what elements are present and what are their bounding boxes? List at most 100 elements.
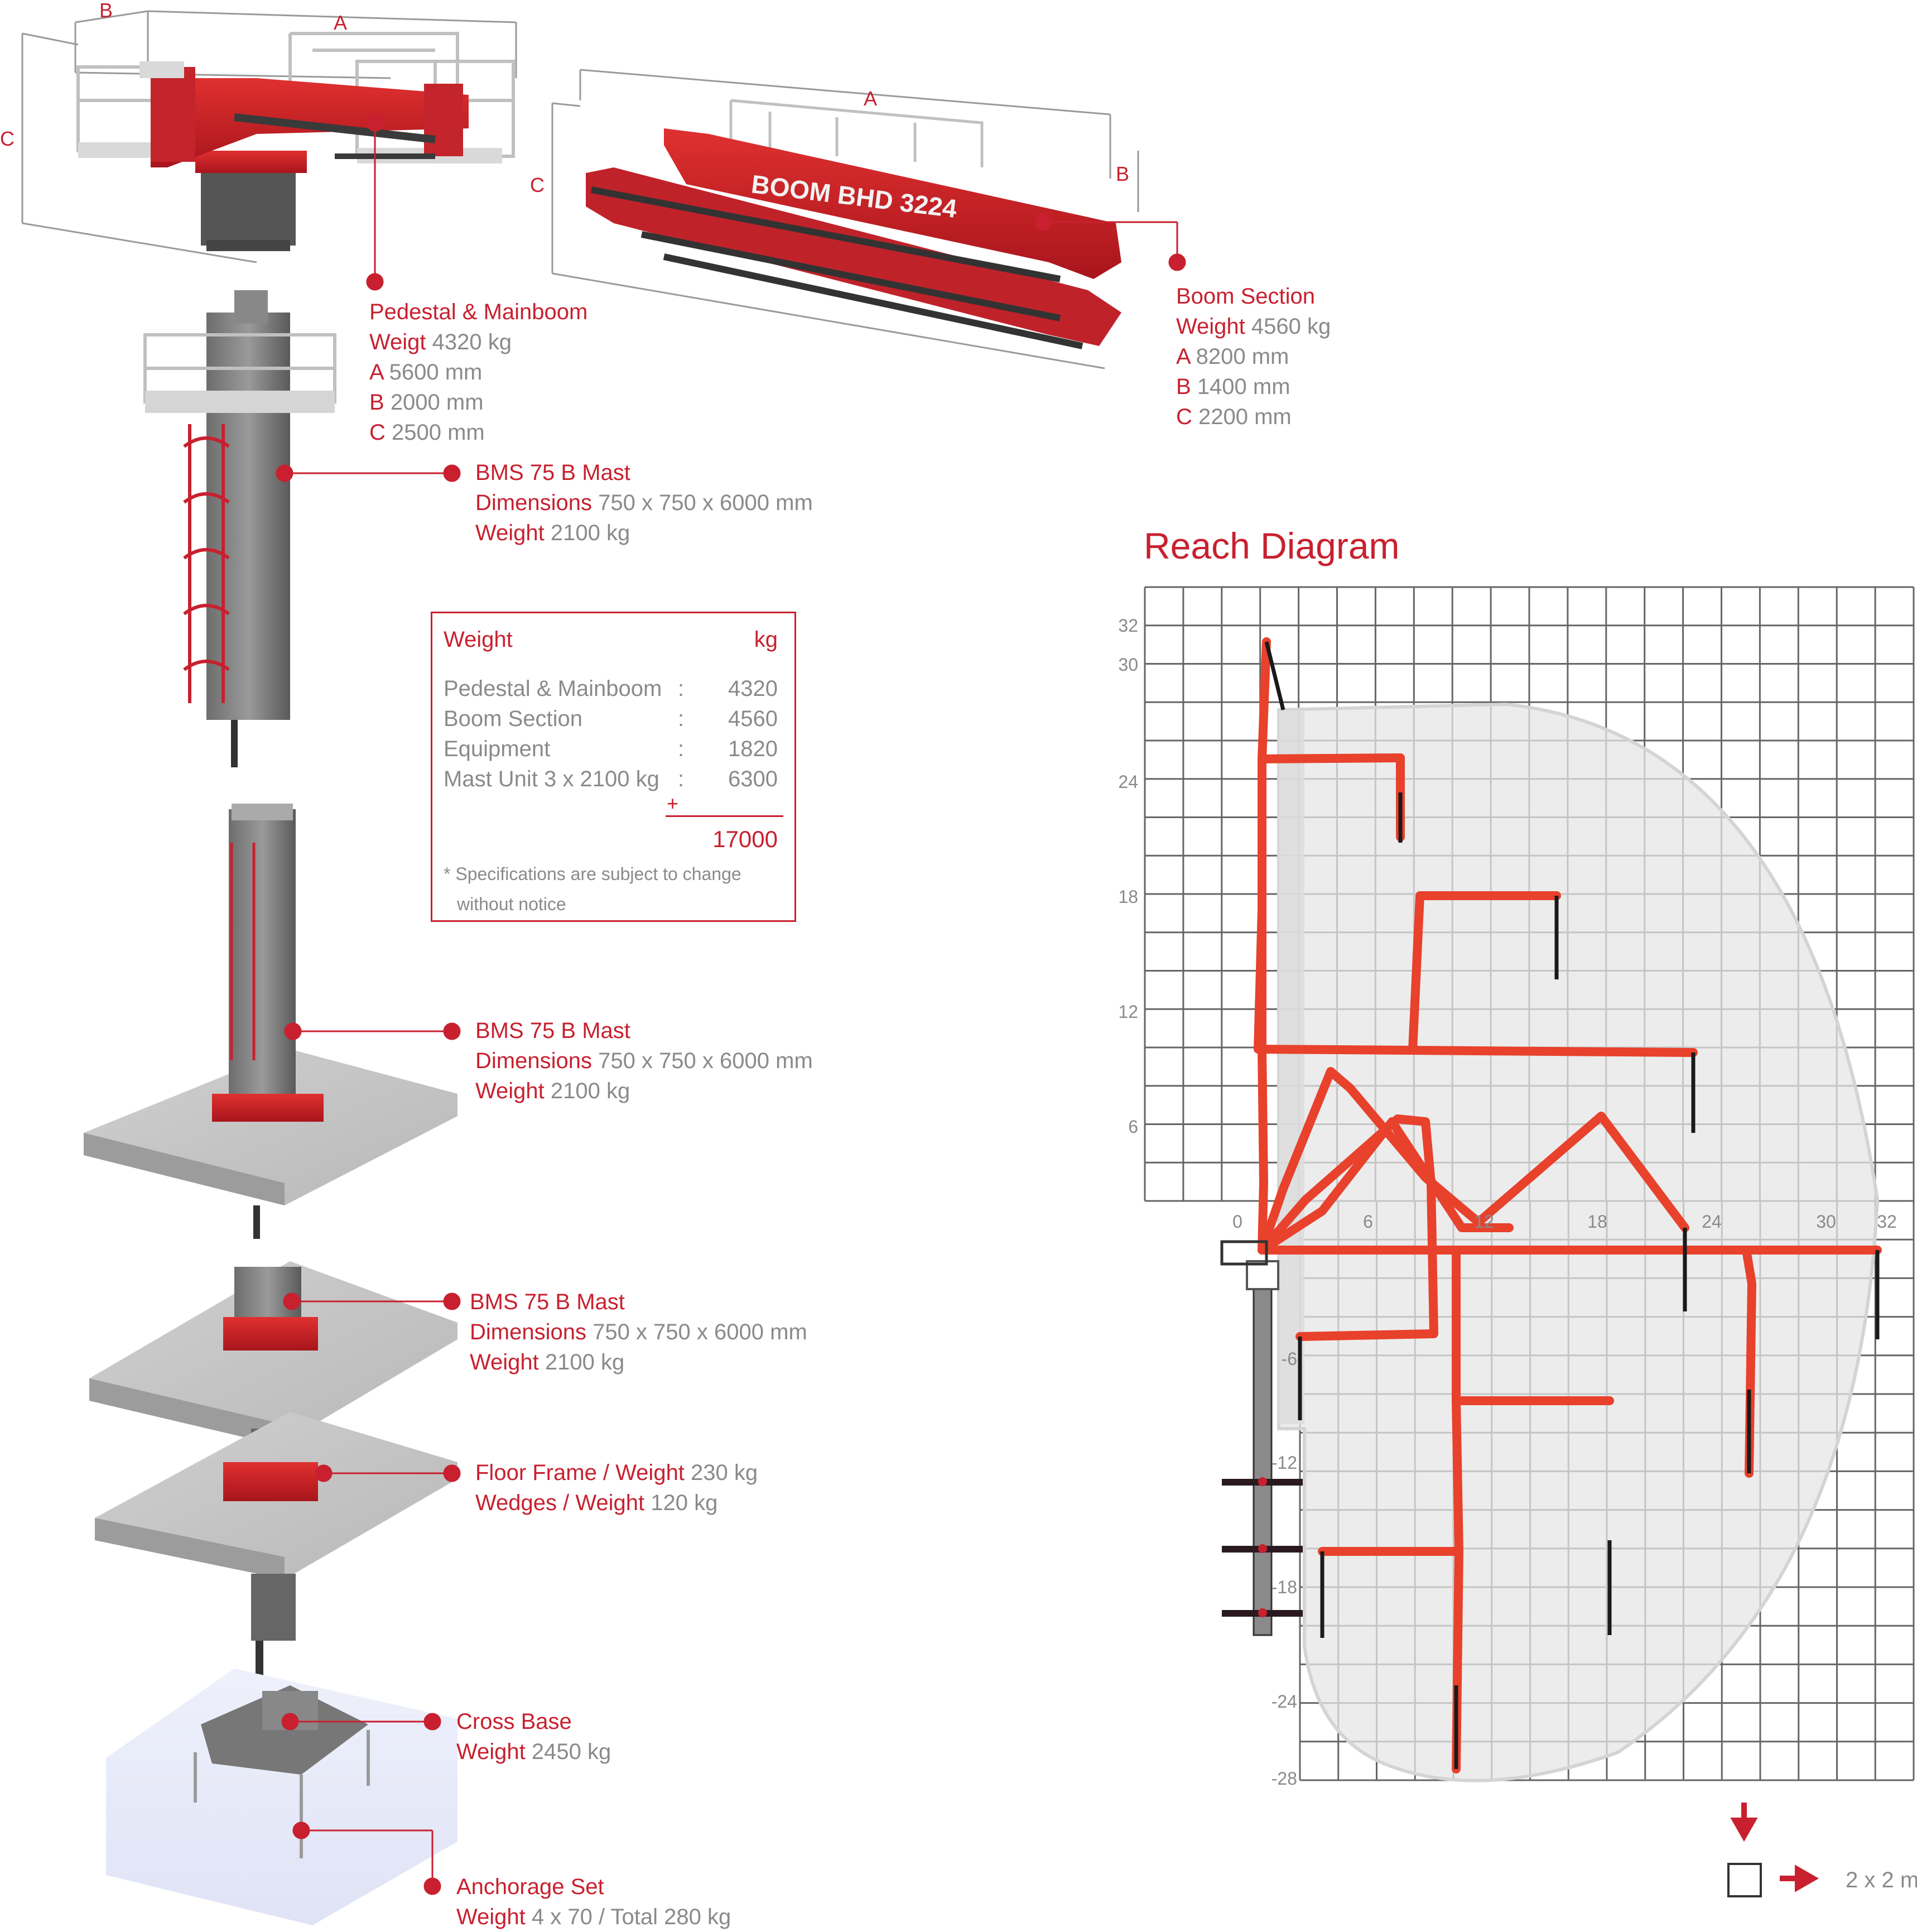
- floor-frame-label: Floor Frame / Weight: [475, 1460, 685, 1485]
- weight-row: Boom Section : 4560: [444, 704, 778, 734]
- mast-1-weight-label: Weight: [475, 521, 545, 545]
- mast-1-dim-value: 750 x 750 x 6000 mm: [598, 491, 813, 515]
- weight-row-colon: :: [678, 676, 685, 701]
- tick-label: 32: [1877, 1212, 1897, 1232]
- weight-box-unit: kg: [754, 627, 778, 652]
- mast-3-weight-label: Weight: [470, 1350, 539, 1374]
- tick-label: 24: [1702, 1212, 1722, 1232]
- boom-b-value: 1400 mm: [1197, 374, 1290, 399]
- boom-positions: [1254, 637, 1882, 1774]
- pedestal-c-label: C: [369, 420, 386, 445]
- boom-b-label: B: [1176, 374, 1191, 399]
- tick-label: 30: [1118, 655, 1138, 675]
- cross-base-weight-value: 2450 kg: [531, 1739, 611, 1764]
- tick-label: 32: [1118, 616, 1138, 636]
- tick-label: -24: [1271, 1691, 1297, 1712]
- mast-2-drawing: [84, 804, 457, 1239]
- mast-1-callout: BMS 75 B Mast Dimensions 750 x 750 x 600…: [475, 458, 813, 548]
- mast-2-callout: BMS 75 B Mast Dimensions 750 x 750 x 600…: [475, 1016, 813, 1106]
- tick-label: -28: [1271, 1768, 1297, 1789]
- tick-label: 30: [1816, 1212, 1836, 1232]
- boom-a-value: 8200 mm: [1196, 344, 1289, 369]
- boom-c-value: 2200 mm: [1198, 405, 1292, 429]
- weight-row-value: 1820: [728, 737, 778, 761]
- cross-base-callout: Cross Base Weight 2450 kg: [456, 1707, 611, 1767]
- weight-row-value: 6300: [728, 767, 778, 791]
- boom-dim-c: C: [530, 174, 545, 196]
- weight-row-colon: :: [678, 767, 685, 791]
- boom-dim-b: B: [1116, 162, 1130, 185]
- tick-label: 24: [1118, 772, 1138, 792]
- scale-legend: 2 x 2 m: [1727, 1803, 1917, 1897]
- mast-2-weight-value: 2100 kg: [550, 1079, 630, 1103]
- anchorage-weight-value: 4 x 70 / Total 280 kg: [531, 1905, 731, 1929]
- weight-row: Pedestal & Mainboom : 4320: [444, 674, 778, 704]
- sum-divider: [666, 815, 783, 817]
- legend-square-icon: [1727, 1863, 1762, 1897]
- mast-3-drawing: [89, 1261, 457, 1680]
- pedestal-callout: Pedestal & Mainboom Weigt 4320 kg A 5600…: [369, 297, 587, 448]
- anchorage-callout: Anchorage Set Weight 4 x 70 / Total 280 …: [456, 1872, 731, 1932]
- weight-row: Mast Unit 3 x 2100 kg : 6300: [444, 764, 778, 794]
- weight-row-name: Equipment: [444, 737, 551, 761]
- mast-2-dim-value: 750 x 750 x 6000 mm: [598, 1049, 813, 1073]
- wedges-label: Wedges / Weight: [475, 1491, 645, 1515]
- weight-row-value: 4320: [728, 676, 778, 701]
- pedestal-dim-b: B: [99, 0, 113, 22]
- pedestal-weight-label: Weigt: [369, 330, 426, 354]
- boom-c-label: C: [1176, 405, 1192, 429]
- boom-title: Boom Section: [1176, 284, 1316, 309]
- tick-label: -18: [1271, 1577, 1297, 1597]
- boom-weight-value: 4560 kg: [1251, 314, 1331, 339]
- diagram-mast: [1220, 1240, 1303, 1636]
- tick-label: 12: [1118, 1002, 1138, 1022]
- weight-row-colon: :: [678, 707, 685, 731]
- boom-section-drawing: BOOM BHD 3224: [551, 69, 1139, 369]
- weight-summary-box: Weight kg Pedestal & Mainboom : 4320 Boo…: [431, 612, 796, 922]
- weight-row-name: Boom Section: [444, 707, 583, 731]
- cross-base-title: Cross Base: [456, 1709, 572, 1734]
- weight-row-colon: :: [678, 737, 685, 761]
- pedestal-weight-value: 4320 kg: [432, 330, 512, 354]
- mast-1-dim-label: Dimensions: [475, 491, 592, 515]
- weight-box-header: Weight: [444, 627, 513, 652]
- cross-base-weight-label: Weight: [456, 1739, 526, 1764]
- mast-3-weight-value: 2100 kg: [545, 1350, 625, 1374]
- boom-a-label: A: [1176, 344, 1190, 369]
- tick-label: -6: [1282, 1349, 1297, 1369]
- legend-label: 2 x 2 m: [1846, 1868, 1917, 1892]
- tick-label: 6: [1128, 1117, 1138, 1137]
- weight-row-name: Mast Unit 3 x 2100 kg: [444, 767, 659, 791]
- mast-1-title: BMS 75 B Mast: [475, 460, 630, 485]
- weight-row: Equipment : 1820: [444, 734, 778, 764]
- pedestal-b-value: 2000 mm: [390, 390, 484, 415]
- mast-3-dim-value: 750 x 750 x 6000 mm: [593, 1320, 807, 1344]
- reach-envelope: [1277, 702, 1880, 1782]
- pedestal-title: Pedestal & Mainboom: [369, 300, 588, 324]
- pedestal-mainboom-drawing: [21, 10, 517, 263]
- arrow-down-icon: [1730, 1803, 1758, 1842]
- mast-1-drawing: [143, 290, 336, 767]
- anchorage-title: Anchorage Set: [456, 1875, 604, 1899]
- weight-plus-sign: +: [667, 792, 679, 815]
- floor-callout: Floor Frame / Weight 230 kg Wedges / Wei…: [475, 1458, 758, 1518]
- tick-label: 18: [1587, 1212, 1607, 1232]
- anchorage-weight-label: Weight: [456, 1905, 526, 1929]
- envelope-shade-strip: [1279, 710, 1304, 1424]
- tick-label: 12: [1474, 1212, 1494, 1232]
- tick-label: 6: [1363, 1212, 1373, 1232]
- floor-frame-value: 230 kg: [691, 1460, 758, 1485]
- pedestal-a-value: 5600 mm: [389, 360, 483, 385]
- pedestal-dim-a: A: [334, 11, 348, 34]
- tick-label: -12: [1271, 1453, 1297, 1473]
- weight-total: 17000: [712, 826, 778, 852]
- reach-diagram-title: Reach Diagram: [1144, 525, 1400, 566]
- weight-row-name: Pedestal & Mainboom: [444, 676, 662, 701]
- spec-note-1: * Specifications are subject to change: [444, 864, 741, 884]
- boom-callout: Boom Section Weight 4560 kg A 8200 mm B …: [1176, 281, 1331, 432]
- hose-ends: [1264, 641, 1880, 1769]
- mast-2-dim-label: Dimensions: [475, 1049, 592, 1073]
- tick-label: 0: [1232, 1212, 1242, 1232]
